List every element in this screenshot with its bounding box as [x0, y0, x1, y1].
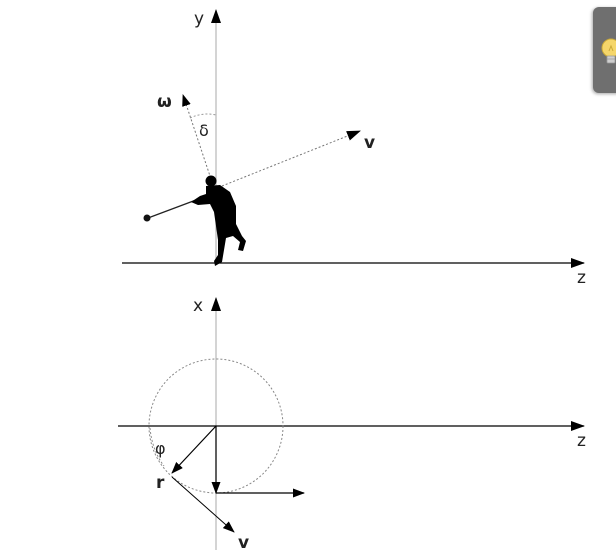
v-label-bottom: v — [238, 533, 249, 550]
omega-vector — [182, 94, 213, 183]
athlete-silhouette — [191, 175, 246, 266]
delta-label: δ — [199, 121, 209, 140]
x-axis-label: x — [193, 296, 203, 316]
omega-label: ω — [157, 92, 172, 112]
bottom-view: x z r φ v — [118, 296, 586, 550]
hammer-wire — [147, 199, 197, 219]
v-label-top: v — [364, 133, 375, 153]
phi-angle-arc — [149, 427, 165, 467]
lightbulb-icon — [601, 38, 616, 64]
delta-angle-arc — [189, 113, 217, 119]
y-axis-label: y — [194, 9, 204, 29]
v-vector-bottom — [171, 476, 235, 533]
v-vector-top — [221, 130, 361, 187]
hint-tab[interactable] — [593, 7, 616, 93]
r-vector — [171, 425, 217, 474]
top-view: y z ω δ v — [122, 9, 586, 288]
z-axis-top-label: z — [577, 268, 586, 288]
r-label: r — [156, 473, 165, 493]
hammer-ball — [143, 214, 151, 222]
phi-label: φ — [155, 439, 166, 458]
z-axis-bottom-label: z — [577, 431, 586, 451]
